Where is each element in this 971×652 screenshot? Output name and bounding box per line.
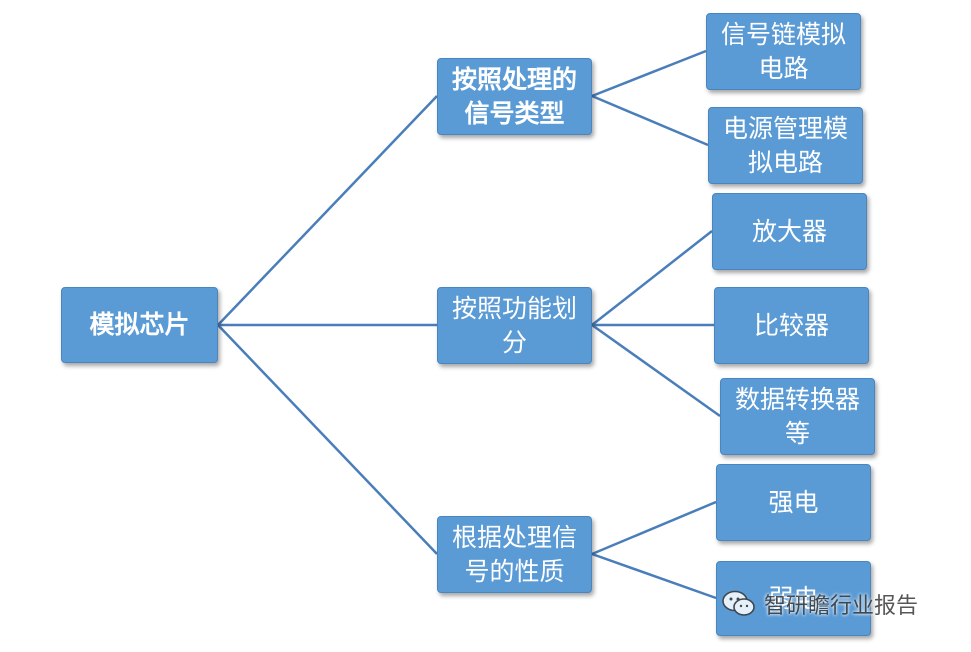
leaf-node-strong-current: 强电 [716,464,871,541]
connector-cat2-leaf1 [591,230,713,326]
wechat-icon [722,590,755,616]
leaf-node-data-converter: 数据转换器 等 [720,378,875,455]
leaf-node-comparator: 比较器 [714,287,869,364]
category-node-label-line2: 分 [501,327,527,357]
leaf-node-label-line1: 电源管理模 [722,113,848,143]
watermark: 智研瞻行业报告 [722,588,918,620]
connector-cat2-leaf3 [591,323,721,418]
leaf-node-label-line2: 等 [784,418,810,448]
category-node-label-line1: 按照功能划 [451,293,577,323]
leaf-node-label-line1: 信号链模拟 [720,19,846,49]
category-node-label-line1: 根据处理信 [451,522,577,552]
connector-root-cat1 [217,95,438,326]
connector-cat1-leaf2 [591,94,709,147]
leaf-node-power-management: 电源管理模 拟电路 [708,107,863,184]
leaf-node-label-line1: 强电 [768,487,819,517]
category-node-function: 按照功能划 分 [437,287,592,364]
category-node-signal-type: 按照处理的 信号类型 [437,58,592,135]
connector-cat1-leaf1 [591,49,707,98]
leaf-node-label-line2: 拟电路 [747,147,823,177]
root-node-label: 模拟芯片 [89,310,190,339]
root-node: 模拟芯片 [61,287,218,363]
category-node-signal-nature: 根据处理信 号的性质 [437,516,592,593]
leaf-node-label-line2: 电路 [758,53,809,83]
connector-cat3-leaf1 [591,500,717,556]
watermark-text: 智研瞻行业报告 [764,594,919,619]
category-node-label-line1: 按照处理的 [451,64,577,94]
leaf-node-label-line1: 放大器 [751,216,827,246]
leaf-node-label-line1: 比较器 [753,310,829,340]
connector-cat3-leaf2 [591,552,717,600]
leaf-node-signal-chain: 信号链模拟 电路 [706,13,861,90]
category-node-label-line2: 号的性质 [464,556,565,586]
leaf-node-amplifier: 放大器 [712,193,867,270]
leaf-node-label-line1: 数据转换器 [734,384,860,414]
connector-root-cat3 [217,324,438,555]
leaf-node-weak-current: 弱电 [716,561,871,636]
category-node-label-line2: 信号类型 [464,98,565,128]
leaf-node-label-line1: 弱电 [768,583,819,613]
